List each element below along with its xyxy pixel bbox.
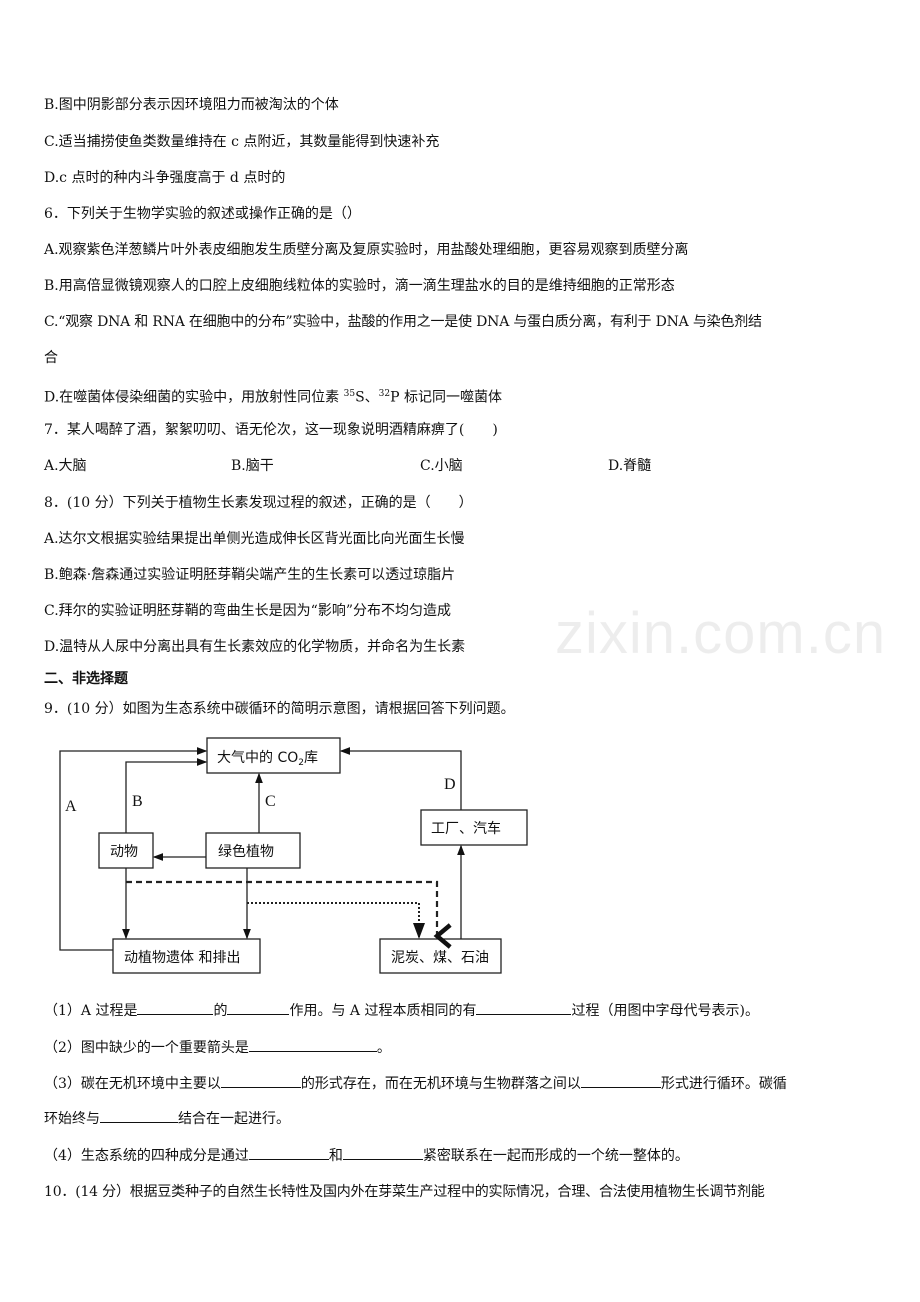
q7-stem: 7．某人喝醉了酒，絮絮叨叨、语无伦次，这一现象说明酒精麻痹了( )	[44, 422, 498, 438]
answer-blank[interactable]	[220, 1073, 301, 1088]
remains-label: 动植物遗体 和排出	[124, 950, 240, 966]
answer-blank[interactable]	[100, 1108, 178, 1123]
section-heading: 二、非选择题	[44, 671, 128, 687]
watermark: zixin.com.cn	[555, 601, 887, 666]
answer-blank[interactable]	[227, 1000, 290, 1015]
text: 过程（用图中字母代号表示)。	[571, 1003, 759, 1019]
q8-stem: 8．(10 分）下列关于植物生长素发现过程的叙述，正确的是（ ）	[44, 495, 473, 511]
fossil-label: 泥炭、煤、石油	[391, 950, 489, 966]
q10-stem: 10．(14 分）根据豆类种子的自然生长特性及国内外在芽菜生产过程中的实际情况，…	[44, 1184, 765, 1200]
carbon-cycle-diagram: 大气中的 CO2库 动物 绿色植物 工厂、汽车 动植物遗体 和排出 泥炭、煤、石…	[59, 737, 528, 974]
arrow-b	[125, 758, 208, 833]
text: （2）图中缺少的一个重要箭头是	[44, 1040, 249, 1056]
text: S、	[355, 389, 379, 406]
q6-option-a: A.观察紫色洋葱鳞片叶外表皮细胞发生质壁分离及复原实验时，用盐酸处理细胞，更容易…	[44, 242, 689, 258]
dashed-arrow	[126, 880, 452, 949]
text: 环始终与	[44, 1111, 100, 1127]
answer-blank[interactable]	[137, 1000, 214, 1015]
q9-stem: 9．(10 分）如图为生态系统中碳循环的简明示意图，请根据回答下列问题。	[44, 701, 515, 717]
answer-blank[interactable]	[580, 1073, 661, 1088]
q6-option-d: D.在噬菌体侵染细菌的实验中，用放射性同位素 35S、32P 标记同一噬菌体	[44, 384, 502, 408]
q9-part2: （2）图中缺少的一个重要箭头是 。	[44, 1037, 391, 1058]
dotted-arrow	[247, 902, 425, 939]
q9-part4: （4）生态系统的四种成分是通过 和 紧密联系在一起而形成的一个统一整体的。	[44, 1145, 689, 1166]
text: 作用。与 A 过程本质相同的有	[289, 1003, 477, 1019]
q9-part3: （3）碳在无机环境中主要以 的形式存在，而在无机环境与生物群落之间以 形式进行循环。…	[44, 1073, 787, 1094]
q7-option-c: C.小脑	[420, 458, 463, 474]
q7-option-b: B.脑干	[231, 458, 274, 474]
label-a: A	[65, 798, 77, 815]
text: （3）碳在无机环境中主要以	[44, 1076, 221, 1092]
answer-blank[interactable]	[342, 1145, 423, 1160]
superscript: 35	[343, 389, 356, 399]
plant-label: 绿色植物	[218, 843, 274, 860]
q6-option-b: B.用高倍显微镜观察人的口腔上皮细胞线粒体的实验时，滴一滴生理盐水的目的是维持细…	[44, 278, 675, 294]
q6-stem: 6．下列关于生物学实验的叙述或操作正确的是（）	[44, 206, 361, 222]
q6-option-c-cont: 合	[44, 350, 58, 366]
answer-blank[interactable]	[248, 1037, 377, 1052]
q9-part1: （1）A 过程是 的 作用。与 A 过程本质相同的有 过程（用图中字母代号表示)。	[44, 1000, 759, 1021]
text: （1）A 过程是	[44, 1003, 138, 1019]
animal-label: 动物	[110, 844, 138, 860]
arrow-d	[339, 747, 462, 810]
factory-label: 工厂、汽车	[431, 820, 501, 837]
text: 形式进行循环。碳循	[660, 1076, 787, 1092]
answer-blank[interactable]	[476, 1000, 572, 1015]
q8-option-b: B.鲍森·詹森通过实验证明胚芽鞘尖端产生的生长素可以透过琼脂片	[44, 567, 456, 583]
q5-option-b: B.图中阴影部分表示因环境阻力而被淘汰的个体	[44, 97, 339, 113]
q5-option-c: C.适当捕捞使鱼类数量维持在 c 点附近，其数量能得到快速补充	[44, 134, 440, 150]
q9-part3-cont: 环始终与 结合在一起进行。	[44, 1108, 290, 1129]
label-c: C	[265, 793, 276, 810]
text: 和	[328, 1148, 343, 1164]
answer-blank[interactable]	[248, 1145, 329, 1160]
text: 紧密联系在一起而形成的一个统一整体的。	[422, 1148, 689, 1164]
text: 结合在一起进行。	[178, 1111, 290, 1127]
plant-box	[205, 832, 301, 869]
text: P 标记同一噬菌体	[390, 389, 502, 406]
q8-option-d: D.温特从人尿中分离出具有生长素效应的化学物质，并命名为生长素	[44, 639, 466, 655]
remains-box	[112, 938, 261, 974]
superscript: 32	[378, 389, 391, 399]
label-b: B	[132, 793, 143, 810]
q5-option-d: D.c 点时的种内斗争强度高于 d 点时的	[44, 170, 286, 186]
text: 。	[376, 1040, 391, 1056]
arrow-a	[59, 747, 208, 951]
q8-option-a: A.达尔文根据实验结果提出单侧光造成伸长区背光面比向光面生长慢	[44, 531, 465, 547]
text: （4）生态系统的四种成分是通过	[44, 1148, 249, 1164]
q6-option-c: C.“观察 DNA 和 RNA 在细胞中的分布”实验中，盐酸的作用之一是使 DN…	[44, 314, 762, 330]
text: D.在噬菌体侵染细菌的实验中，用放射性同位素	[44, 389, 344, 406]
q7-option-d: D.脊髓	[608, 458, 652, 474]
text: 的形式存在，而在无机环境与生物群落之间以	[300, 1076, 581, 1092]
q7-option-a: A.大脑	[44, 458, 87, 474]
q8-option-c: C.拜尔的实验证明胚芽鞘的弯曲生长是因为“影响”分布不均匀造成	[44, 603, 451, 619]
label-d: D	[444, 776, 456, 793]
co2-label: 大气中的 CO2库	[217, 750, 318, 768]
co2-box	[206, 737, 341, 774]
factory-box	[420, 809, 528, 846]
text: 的	[213, 1003, 228, 1019]
